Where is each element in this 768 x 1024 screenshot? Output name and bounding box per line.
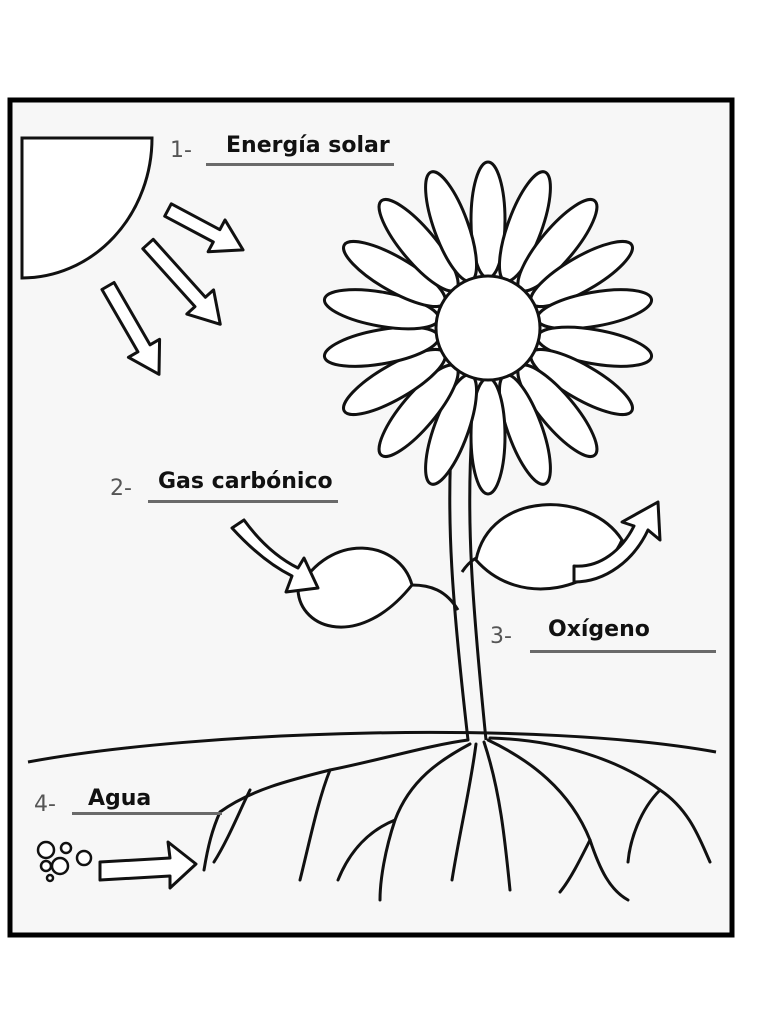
o2-arrow bbox=[572, 500, 662, 584]
sun-icon bbox=[20, 136, 154, 280]
label-2-number: 2- bbox=[110, 476, 132, 501]
label-3-underline bbox=[530, 650, 716, 653]
label-2-text: Gas carbónico bbox=[158, 469, 333, 494]
label-4-text: Agua bbox=[88, 786, 152, 811]
water-droplets-icon bbox=[36, 840, 93, 883]
leaf-stalk-left bbox=[411, 583, 460, 611]
label-4-underline bbox=[72, 812, 222, 815]
diagram-frame bbox=[7, 97, 735, 938]
label-4-number: 4- bbox=[34, 792, 56, 817]
flower-center bbox=[434, 274, 542, 382]
sunlight-arrow-1 bbox=[163, 202, 245, 254]
flower-petals bbox=[322, 160, 654, 496]
label-1-number: 1- bbox=[170, 138, 192, 163]
label-3-text: Oxígeno bbox=[548, 617, 650, 642]
label-3-number: 3- bbox=[490, 624, 512, 649]
label-1-text: Energía solar bbox=[226, 133, 390, 158]
sunlight-arrow-2 bbox=[141, 237, 222, 326]
co2-arrow bbox=[230, 518, 320, 594]
sunlight-arrow-3 bbox=[100, 281, 162, 376]
water-arrow bbox=[98, 840, 198, 890]
label-2-underline bbox=[148, 500, 338, 503]
label-1-underline bbox=[206, 163, 394, 166]
roots bbox=[202, 736, 712, 902]
ground-line bbox=[27, 730, 717, 764]
sunlight-arrows bbox=[100, 202, 245, 376]
